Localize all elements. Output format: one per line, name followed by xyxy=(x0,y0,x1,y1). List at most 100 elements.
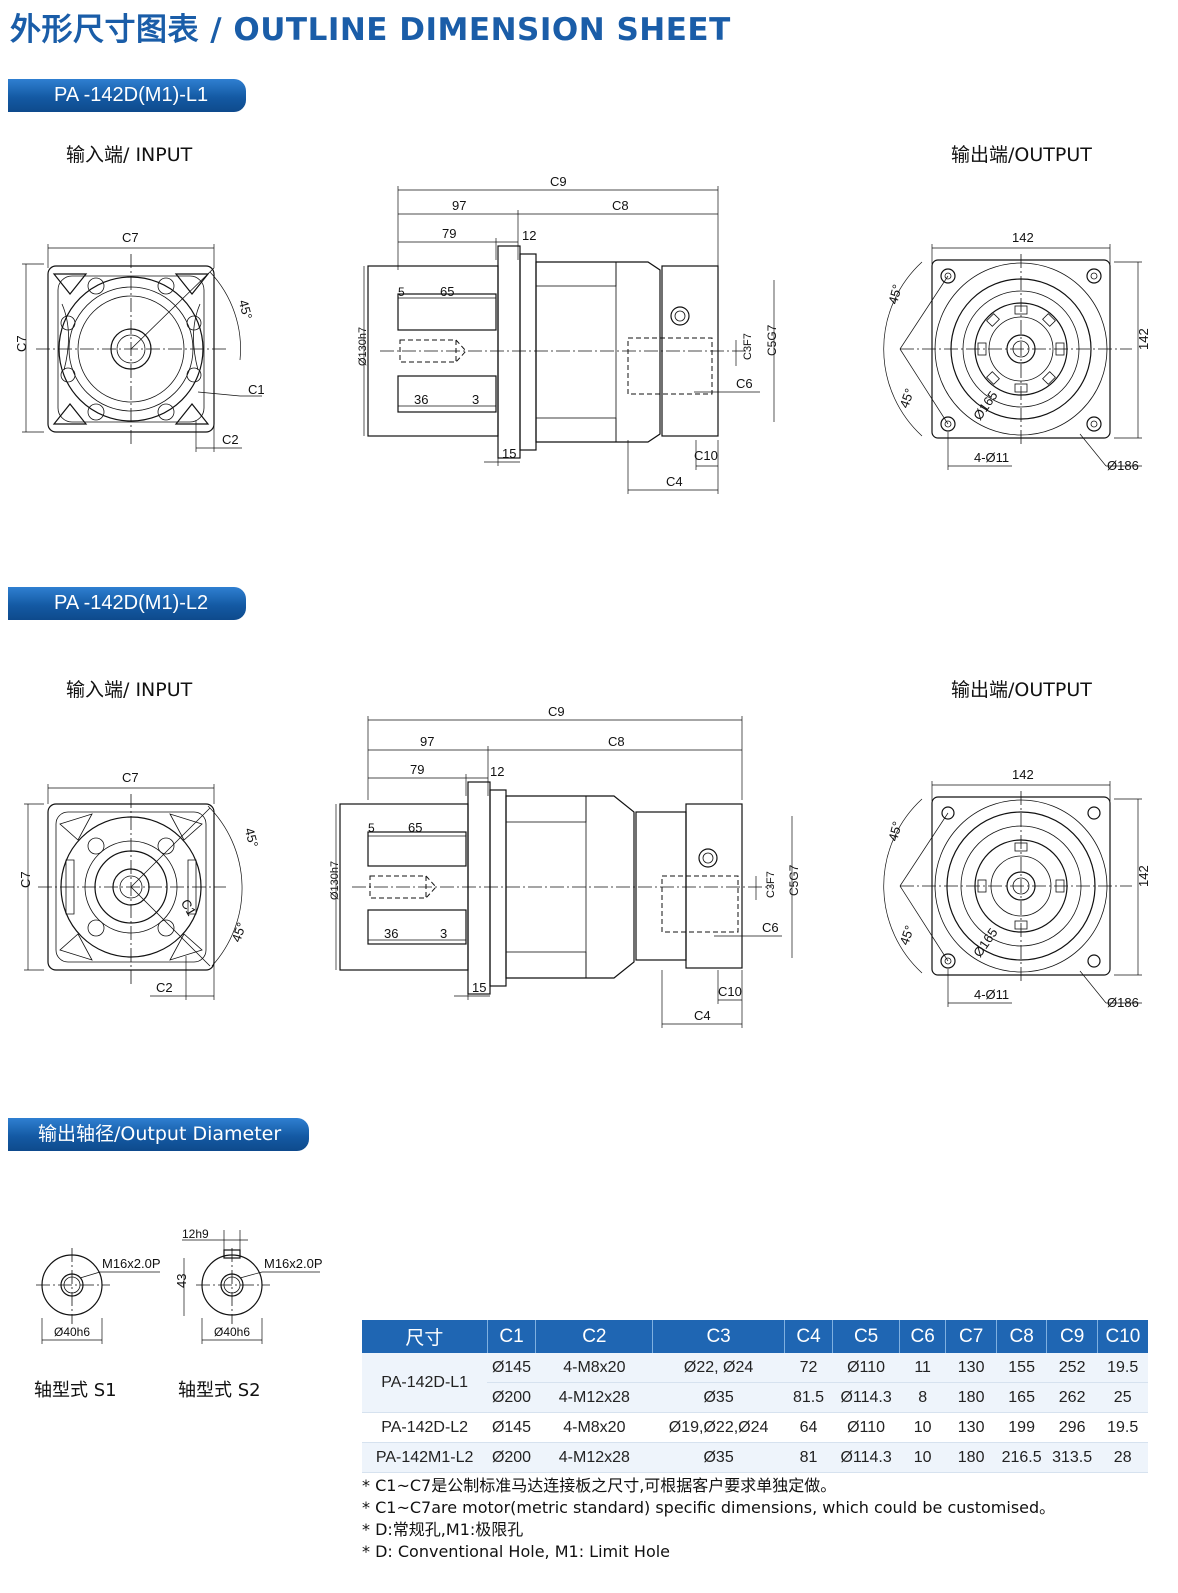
dim-c5: C5G7 xyxy=(765,324,779,356)
footnote: * C1~C7是公制标准马达连接板之尺寸,可根据客户要求单独定做。 xyxy=(362,1476,837,1495)
dim-36: 36 xyxy=(384,926,398,941)
table-cell: 180 xyxy=(945,1442,997,1473)
dim-c2: C2 xyxy=(222,432,239,447)
table-cell: 64 xyxy=(784,1412,833,1443)
output-flange-drawing-l1: 142 142 45° 45° Ø165 4-Ø11 Ø186 xyxy=(883,230,1151,473)
table-cell: Ø110 xyxy=(832,1412,900,1443)
table-header-row: 尺寸 C1 C2 C3 C4 C5 C6 C7 C8 C9 C10 xyxy=(362,1320,1148,1353)
section-tab-l1: PA -142D(M1)-L1 xyxy=(8,79,246,112)
header-size: 尺寸 xyxy=(362,1320,488,1353)
side-view-drawing-l2: C9 97 C8 79 12 5 65 Ø130h7 36 3 C3F7 C5G… xyxy=(329,704,801,1028)
side-view-drawing-l1: C9 97 C8 79 12 5 65 Ø130h7 36 3 C3F7 C5G… xyxy=(357,174,779,494)
table-row: PA-142D-L1 Ø145 4-M8x20 Ø22, Ø24 72 Ø110… xyxy=(362,1353,1148,1413)
table-cell: 262 xyxy=(1046,1382,1098,1413)
dim-142-top: 142 xyxy=(1012,230,1034,245)
table-cell: 296 xyxy=(1046,1412,1098,1443)
header-c9: C9 xyxy=(1046,1320,1098,1353)
dim-c10: C10 xyxy=(694,448,718,463)
table-row: PA-142M1-L2 Ø200 4-M12x28 Ø35 81 Ø114.3 … xyxy=(362,1442,1148,1473)
header-c2: C2 xyxy=(535,1320,654,1353)
dim-c9: C9 xyxy=(548,704,565,719)
shaft-s1-label: 轴型式 S1 xyxy=(34,1380,117,1401)
table-cell: 130 xyxy=(945,1412,997,1443)
dim-c10: C10 xyxy=(718,984,742,999)
table-cell: 10 xyxy=(899,1412,946,1443)
dim-angle-top: 45° xyxy=(885,820,905,843)
s1-thread: M16x2.0P xyxy=(102,1256,161,1271)
dim-15: 15 xyxy=(472,980,486,995)
input-view-label-l1: 输入端/ INPUT xyxy=(66,144,193,166)
s2-key-height: 43 xyxy=(174,1274,189,1288)
output-view-label-l1: 输出端/OUTPUT xyxy=(951,144,1092,166)
dim-angle-45: 45° xyxy=(236,298,256,321)
table-row: Ø200 4-M12x28 Ø35 81.5 Ø114.3 8 180 165 … xyxy=(362,1382,1148,1413)
table-cell: 252 xyxy=(1046,1353,1098,1383)
dim-angle-45: 45° xyxy=(242,826,262,849)
header-c7: C7 xyxy=(945,1320,997,1353)
table-cell: 199 xyxy=(996,1412,1047,1443)
header-c5: C5 xyxy=(832,1320,900,1353)
dim-142-top: 142 xyxy=(1012,767,1034,782)
table-cell: 72 xyxy=(784,1353,833,1383)
dim-12: 12 xyxy=(522,228,536,243)
footnotes: * C1~C7是公制标准马达连接板之尺寸,可根据客户要求单独定做。 * C1~C… xyxy=(362,1475,1055,1563)
page-title: 外形尺寸图表 / OUTLINE DIMENSION SHEET xyxy=(10,12,731,48)
dim-c6: C6 xyxy=(762,920,779,935)
table-cell: Ø145 xyxy=(487,1412,536,1443)
table-cell: 4-M12x28 xyxy=(535,1382,653,1413)
dim-79: 79 xyxy=(410,762,424,777)
header-c8: C8 xyxy=(996,1320,1048,1353)
header-c1: C1 xyxy=(487,1320,537,1353)
table-cell: 4-M8x20 xyxy=(535,1412,653,1443)
table-cell: 81.5 xyxy=(784,1382,833,1413)
dim-15: 15 xyxy=(502,446,516,461)
header-c6: C6 xyxy=(899,1320,947,1353)
dim-d165: Ø165 xyxy=(970,388,1001,423)
dim-c3: C3F7 xyxy=(742,333,754,360)
dim-12: 12 xyxy=(490,764,504,779)
table-cell-model: PA-142D-L1 xyxy=(362,1353,488,1413)
dim-d186: Ø186 xyxy=(1107,458,1139,473)
table-cell: Ø200 xyxy=(487,1382,536,1413)
output-view-label-l2: 输出端/OUTPUT xyxy=(951,679,1092,701)
dim-holes: 4-Ø11 xyxy=(974,987,1009,1002)
input-flange-drawing-l1: C7 C7 45° C1 C2 xyxy=(14,230,265,452)
section-tab-output-diameter: 输出轴径/Output Diameter xyxy=(8,1118,309,1151)
table-cell: 81 xyxy=(784,1442,833,1473)
dim-c4: C4 xyxy=(694,1008,711,1023)
footnote: * D:常规孔,M1:极限孔 xyxy=(362,1520,524,1539)
dim-d165: Ø165 xyxy=(970,925,1001,960)
table-cell: Ø145 xyxy=(487,1353,536,1383)
dim-5: 5 xyxy=(398,285,405,299)
input-view-label-l2: 输入端/ INPUT xyxy=(66,679,193,701)
header-c4: C4 xyxy=(784,1320,834,1353)
dim-5: 5 xyxy=(368,821,375,835)
dim-36: 36 xyxy=(414,392,428,407)
table-cell: 165 xyxy=(996,1382,1047,1413)
table-cell: 313.5 xyxy=(1046,1442,1098,1473)
table-cell: Ø200 xyxy=(487,1442,536,1473)
table-cell: 8 xyxy=(899,1382,946,1413)
header-c3: C3 xyxy=(652,1320,785,1353)
dim-65: 65 xyxy=(440,284,454,299)
dim-holes: 4-Ø11 xyxy=(974,450,1009,465)
output-flange-drawing-l2: 142 142 45° 45° Ø165 4-Ø11 Ø186 xyxy=(883,767,1151,1010)
table-cell: 130 xyxy=(945,1353,997,1383)
input-flange-drawing-l2: C7 C7 45° 45° C1 C2 xyxy=(18,770,262,1000)
table-cell: 4-M12x28 xyxy=(535,1442,653,1473)
dim-c5: C5G7 xyxy=(787,864,801,896)
dim-c7-side: C7 xyxy=(14,335,29,352)
s2-key-width: 12h9 xyxy=(182,1227,209,1241)
table-row: PA-142D-L2 Ø145 4-M8x20 Ø19,Ø22,Ø24 64 Ø… xyxy=(362,1412,1148,1443)
shaft-s2-drawing: 12h9 43 M16x2.0P Ø40h6 xyxy=(174,1227,323,1344)
dim-d186: Ø186 xyxy=(1107,995,1139,1010)
dim-c9: C9 xyxy=(550,174,567,189)
table-cell: 216.5 xyxy=(996,1442,1047,1473)
dim-c1: C1 xyxy=(178,897,199,919)
dim-d130: Ø130h7 xyxy=(357,327,369,366)
dim-3: 3 xyxy=(440,926,447,941)
dim-65: 65 xyxy=(408,820,422,835)
s2-thread: M16x2.0P xyxy=(264,1256,323,1271)
dim-c7-top: C7 xyxy=(122,230,139,245)
table-cell: 25 xyxy=(1097,1382,1148,1413)
